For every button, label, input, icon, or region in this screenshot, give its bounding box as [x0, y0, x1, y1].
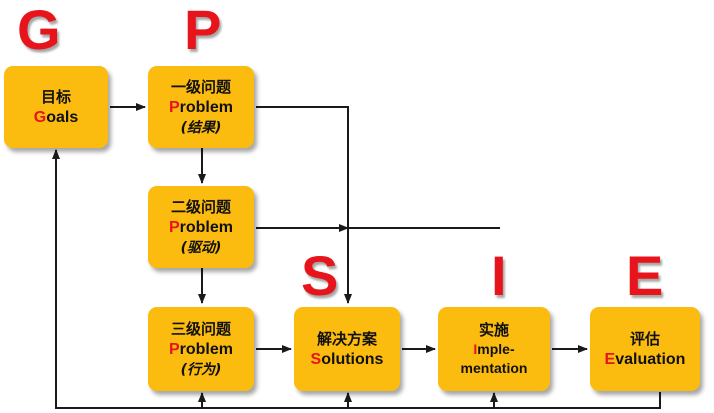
goals-en: Goals: [33, 108, 79, 126]
letter-e: E: [626, 244, 664, 307]
problem3-zh: 三级问题: [170, 319, 231, 338]
evaluation-box: 评估 Evaluation: [590, 307, 700, 391]
problem2-en: Problem: [168, 218, 233, 236]
letter-i: I: [491, 244, 507, 307]
implementation-box: 实施 Imple- mentation: [438, 307, 550, 391]
evaluation-en: Evaluation: [604, 350, 686, 368]
problem3-note: (行为): [180, 361, 222, 378]
goals-box: 目标 Goals: [4, 66, 108, 148]
solutions-box: 解决方案 Solutions: [294, 307, 400, 391]
problem1-zh: 一级问题: [170, 77, 231, 96]
arrow-problem1-to-solutions: [256, 106, 352, 304]
problem1-en: Problem: [168, 98, 233, 116]
problem1-box: 一级问题 Problem (结果): [148, 66, 254, 148]
problem2-box: 二级问题 Problem (驱动): [148, 186, 254, 268]
implementation-en-line1: Imple-: [473, 341, 515, 357]
problem2-zh: 二级问题: [170, 197, 231, 216]
feedback-loop: [52, 149, 661, 409]
problem3-en: Problem: [168, 340, 233, 358]
implementation-zh: 实施: [478, 321, 509, 339]
problem3-box: 三级问题 Problem (行为): [148, 307, 254, 391]
letter-p: P: [184, 0, 222, 61]
problem2-note: (驱动): [180, 239, 222, 256]
evaluation-zh: 评估: [629, 329, 660, 348]
solutions-en: Solutions: [310, 350, 384, 368]
problem1-note: (结果): [180, 119, 222, 136]
implementation-en-line2: mentation: [460, 360, 528, 376]
letter-g: G: [17, 0, 61, 61]
letter-s: S: [301, 244, 339, 307]
goals-zh: 目标: [40, 87, 71, 106]
solutions-zh: 解决方案: [316, 329, 377, 348]
